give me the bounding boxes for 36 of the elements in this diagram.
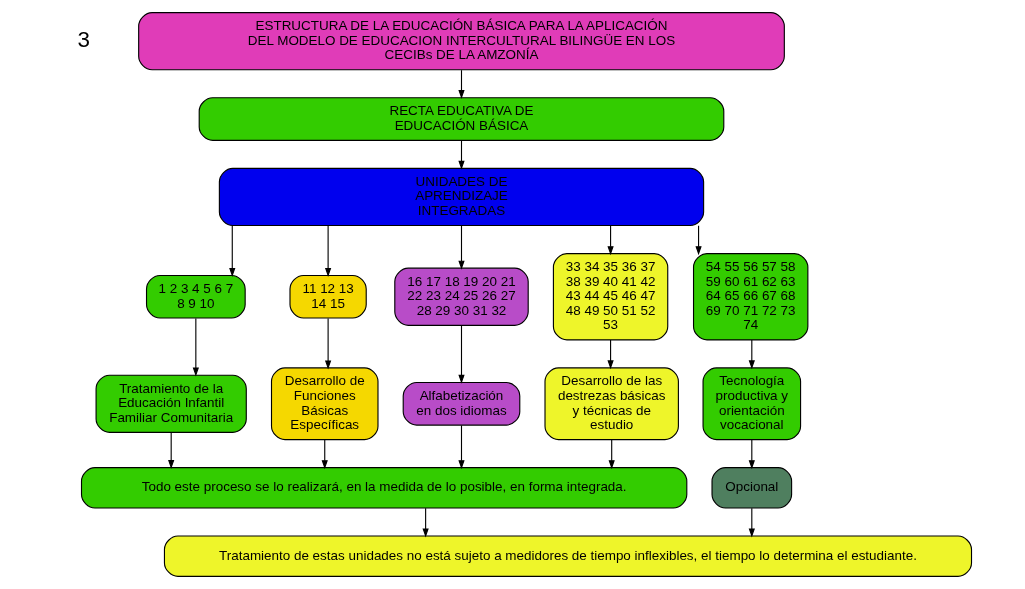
node-box: RECTA EDUCATIVA DE EDUCACIÓN BÁSICA: [198, 97, 725, 141]
arrow: [422, 507, 429, 538]
node-box: 1 2 3 4 5 6 7 8 9 10: [145, 274, 246, 319]
node-box: 54 55 56 57 58 59 60 61 62 63 64 65 66 67 68 69 70 71 72 73 74: [692, 253, 809, 341]
arrow: [324, 225, 332, 277]
label: 3: [77, 26, 90, 52]
arrow: [458, 140, 465, 170]
arrow: [607, 339, 614, 370]
node-box: Alfabetización en dos idiomas: [402, 381, 521, 426]
arrow: [748, 339, 755, 370]
arrow: [458, 324, 465, 384]
arrow: [748, 439, 755, 470]
arrow: [324, 317, 332, 370]
arrow: [748, 507, 755, 538]
node-box: ESTRUCTURA DE LA EDUCACIÓN BÁSICA PARA LA APLICACIÓN DEL MODELO DE EDUCACION INTERCULTURAL BILINGÜE EN LOS CECIBs DE LA AMZONÍA: [138, 12, 785, 71]
node-box: 33 34 35 36 37 38 39 40 41 42 43 44 45 46 47 48 49 50 51 52 53: [552, 253, 669, 341]
arrow: [229, 225, 236, 277]
arrow: [321, 439, 328, 470]
arrow: [458, 225, 465, 270]
arrow: [458, 69, 465, 100]
arrow: [192, 317, 199, 377]
node-box: Todo este proceso se lo realizará, en la medida de lo posible, en forma integrada.: [80, 467, 688, 509]
node-box: Tratamiento de la Educación Infantil Familiar Comunitaria: [95, 374, 247, 433]
node-box: UNIDADES DE APRENDIZAJE INTEGRADAS: [218, 167, 705, 227]
arrow: [695, 225, 702, 256]
arrow: [608, 439, 615, 470]
node-box: Opcional: [711, 467, 793, 509]
arrow: [607, 225, 614, 256]
node-box: Tecnología productiva y orientación vocacional: [702, 367, 802, 441]
arrow: [458, 424, 465, 470]
node-box: 16 17 18 19 20 21 22 23 24 25 26 27 28 29 30 31 32: [394, 267, 529, 326]
node-box: Desarrollo de las destrezas básicas y técnicas de estudio: [544, 367, 679, 441]
arrow: [168, 432, 175, 470]
node-box: Desarrollo de Funciones Básicas Específicas: [270, 367, 379, 441]
node-box: 11 12 13 14 15: [289, 274, 367, 319]
node-box: Tratamiento de estas unidades no está sujeto a medidores de tiempo inflexibles, el tiempo lo determina el estudiante.: [163, 535, 973, 577]
